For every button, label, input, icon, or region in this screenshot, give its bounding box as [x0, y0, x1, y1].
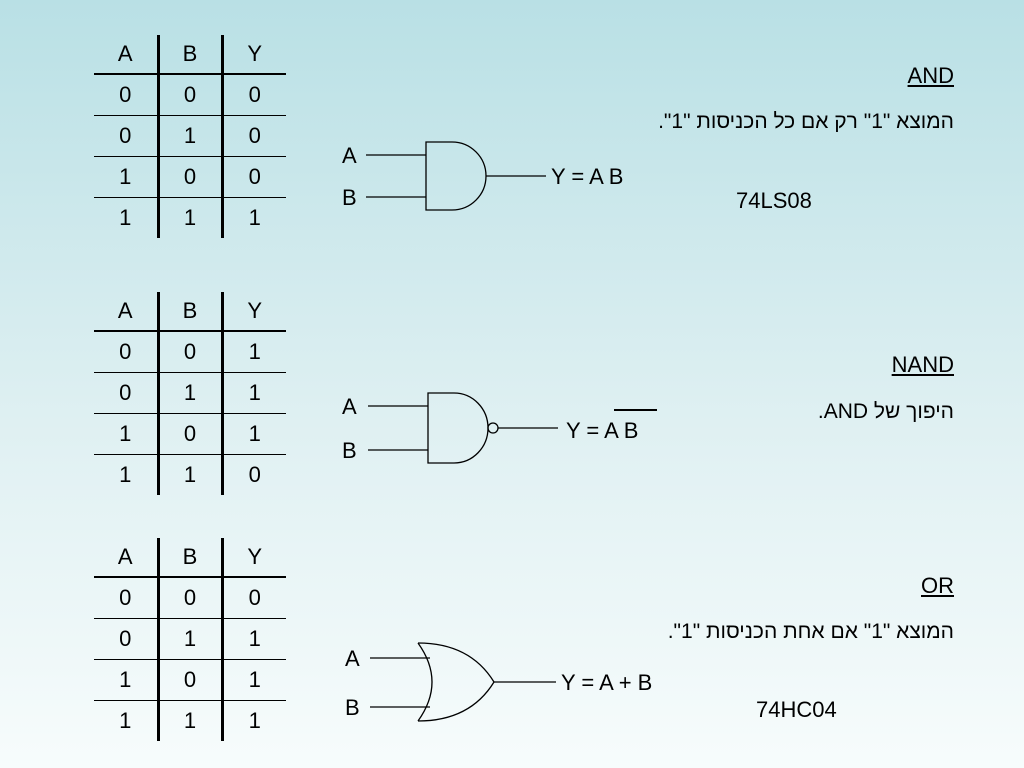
and-expression-body: A B [589, 164, 623, 189]
header-y: Y [220, 292, 286, 332]
cell: 0 [119, 585, 132, 610]
cell: 1 [220, 331, 286, 373]
nand-input-b-label: B [342, 438, 357, 463]
cell: 0 [156, 74, 222, 116]
nand-inversion-bubble [487, 422, 499, 434]
cell: 1 [220, 197, 286, 238]
cell: 1 [94, 156, 158, 198]
cell: 1 [94, 659, 158, 701]
cell: 0 [156, 659, 222, 701]
header-y: Y [220, 35, 286, 75]
nand-expression-prefix: Y = [566, 418, 604, 443]
cell: 1 [94, 454, 158, 495]
header-a: A [94, 35, 158, 75]
and-gate [366, 141, 546, 211]
or-input-a-label: A [345, 646, 360, 671]
and-chip-label: 74LS08 [736, 188, 812, 213]
cell: 0 [94, 372, 158, 414]
cell: 0 [220, 115, 286, 157]
cell: 1 [156, 700, 222, 741]
cell: 1 [156, 197, 222, 238]
and-expression: Y = A B [551, 164, 623, 189]
header-b: B [156, 538, 222, 578]
or-expression-prefix: Y = [561, 670, 599, 695]
cell: 0 [220, 156, 286, 198]
cell: 1 [220, 618, 286, 660]
nand-expression-body: A B [604, 418, 638, 443]
nand-title: NAND [891, 352, 954, 377]
cell: 1 [156, 454, 222, 495]
cell: 0 [94, 115, 158, 157]
cell: 0 [220, 454, 286, 495]
cell: 0 [119, 82, 132, 107]
cell: 1 [94, 197, 158, 238]
header-y: Y [220, 538, 286, 578]
header-a: A [94, 538, 158, 578]
or-description: המוצא "1" אם אחת הכניסות "1". [667, 620, 954, 643]
or-chip-label: 74HC04 [756, 697, 837, 722]
cell: 1 [156, 372, 222, 414]
cell: 1 [220, 659, 286, 701]
cell: 0 [156, 577, 222, 619]
header-b: B [156, 292, 222, 332]
nand-expression: Y = A B [566, 418, 638, 443]
header-b: B [156, 35, 222, 75]
or-gate [370, 642, 556, 722]
and-input-a-label: A [342, 143, 357, 168]
cell: 0 [156, 331, 222, 373]
cell: 1 [156, 115, 222, 157]
cell: 0 [94, 618, 158, 660]
cell: 0 [156, 156, 222, 198]
and-title: AND [907, 63, 954, 88]
nand-input-a-label: A [342, 394, 357, 419]
or-expression: Y = A + B [561, 670, 652, 695]
cell: 1 [220, 700, 286, 741]
or-gate-body [417, 642, 495, 722]
cell: 0 [220, 577, 286, 619]
and-input-b-label: B [342, 185, 357, 210]
header-a: A [94, 292, 158, 332]
or-gate-back-curve [417, 642, 433, 722]
or-title: OR [921, 573, 954, 598]
cell: 1 [94, 700, 158, 741]
cell: 0 [156, 413, 222, 455]
nand-gate [368, 392, 657, 464]
cell: 1 [220, 372, 286, 414]
and-description: המוצא "1" רק אם כל הכניסות "1". [658, 110, 954, 133]
nand-description: היפוך של AND. [817, 400, 954, 423]
and-gate-body [425, 141, 487, 211]
cell: 0 [119, 339, 132, 364]
cell: 1 [94, 413, 158, 455]
cell: 1 [220, 413, 286, 455]
cell: 1 [156, 618, 222, 660]
or-input-b-label: B [345, 695, 360, 720]
cell: 0 [220, 74, 286, 116]
or-expression-body: A + B [599, 670, 652, 695]
and-expression-prefix: Y = [551, 164, 589, 189]
nand-gate-body [427, 392, 489, 464]
